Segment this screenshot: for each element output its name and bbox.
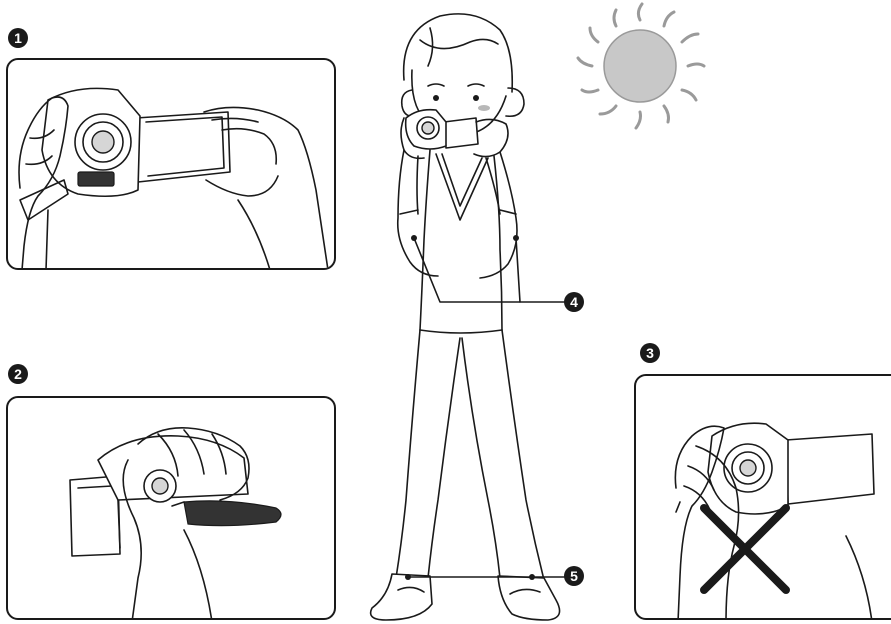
left-eye (433, 95, 439, 101)
camcorder-icon (406, 110, 478, 149)
right-eye (473, 95, 479, 101)
